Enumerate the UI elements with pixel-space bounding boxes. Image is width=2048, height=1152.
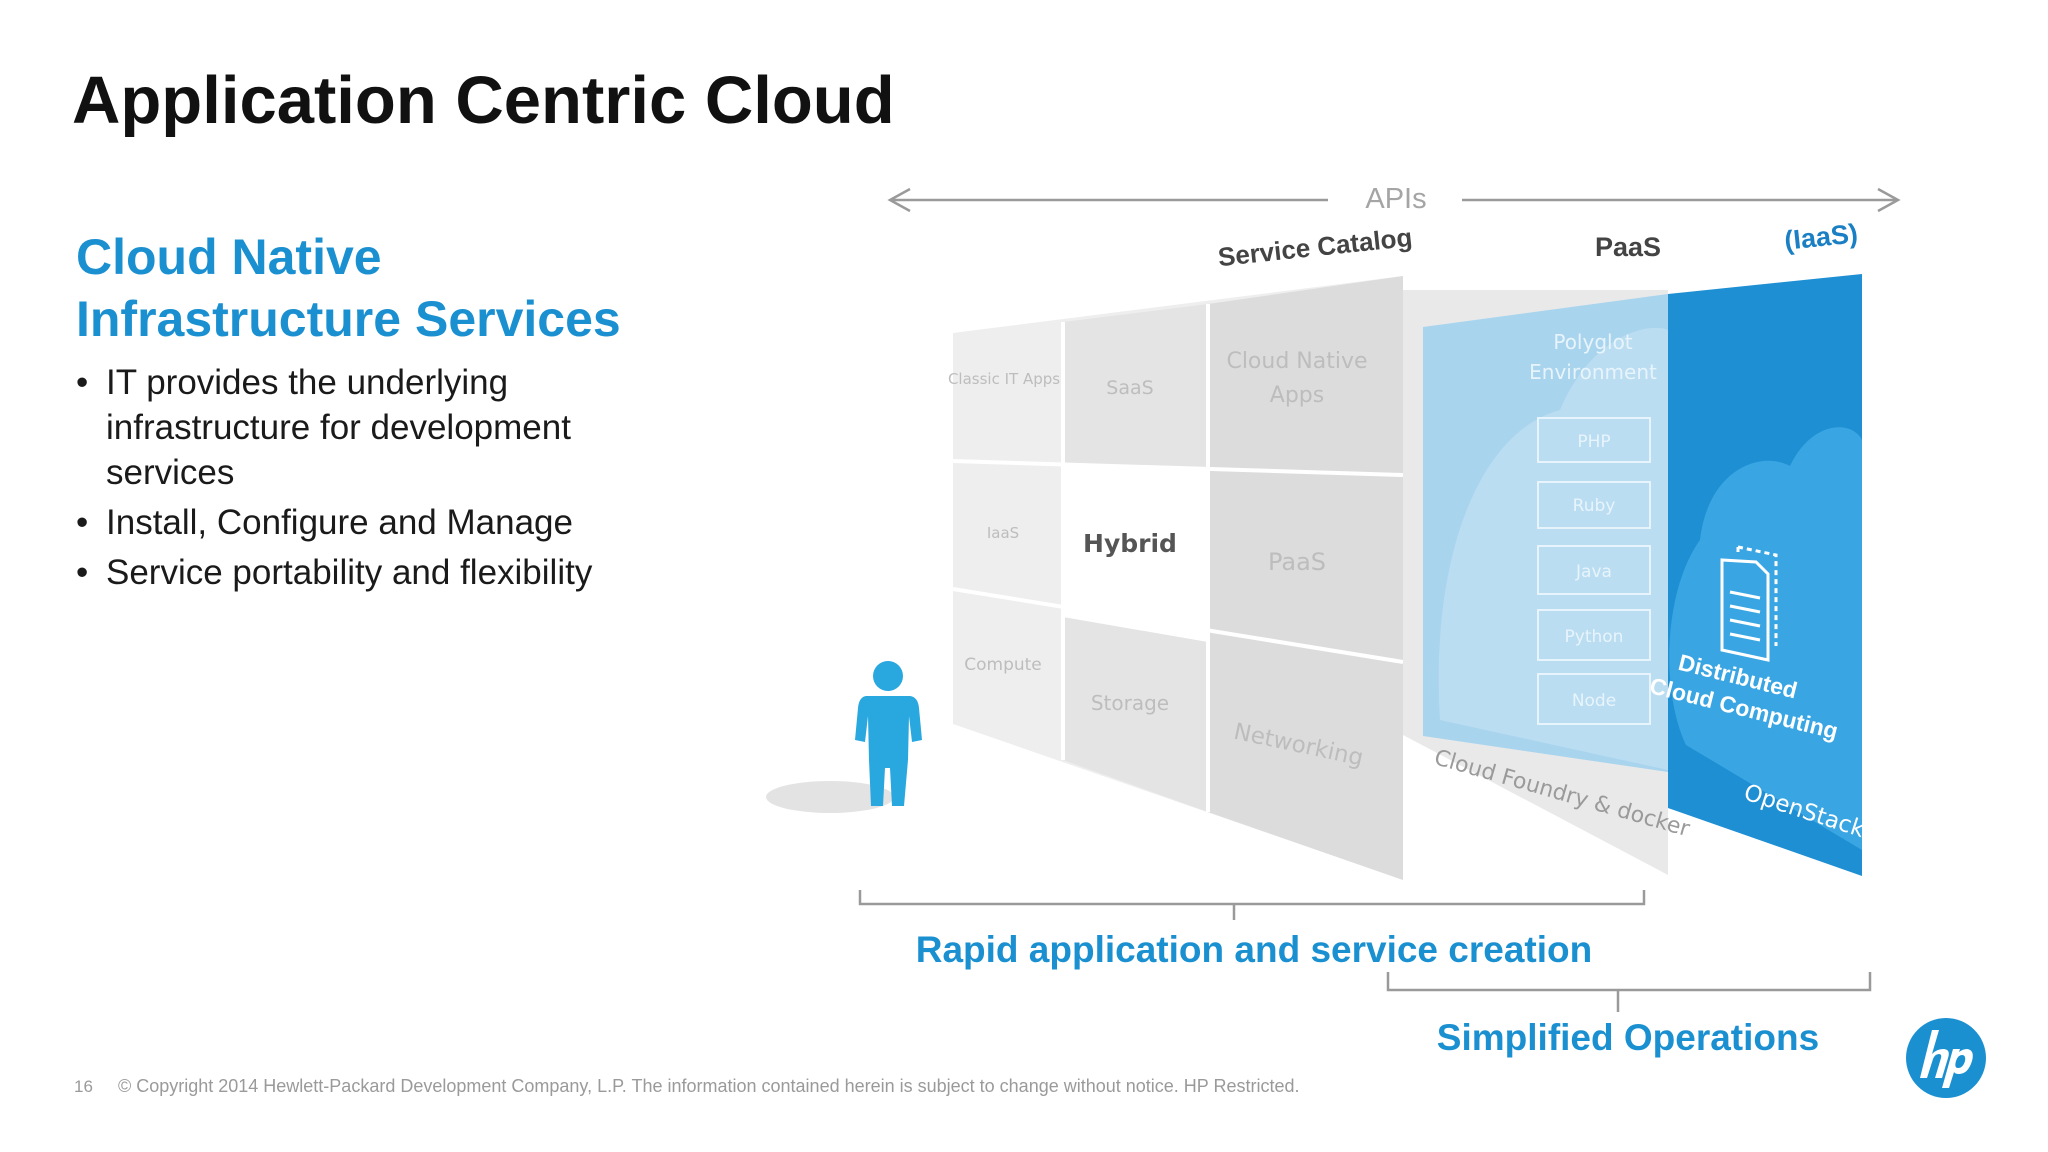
language-item: PHP: [1537, 417, 1651, 463]
section-heading-line1: Cloud Native: [76, 229, 382, 285]
page-number: 16: [74, 1077, 93, 1096]
person-shadow: [766, 781, 894, 813]
language-label: Node: [1572, 691, 1616, 711]
document-icon: [1720, 545, 1778, 662]
language-label: Ruby: [1573, 496, 1616, 516]
bullet-list: IT provides the underlying infrastructur…: [76, 360, 676, 600]
section-heading: Cloud Native Infrastructure Services: [76, 226, 621, 350]
service-catalog-panel: [952, 276, 1404, 880]
language-item: Java: [1537, 545, 1651, 595]
bullet-item: Service portability and flexibility: [76, 550, 676, 595]
language-item: Python: [1537, 609, 1651, 661]
slide-footer: 16 © Copyright 2014 Hewlett-Packard Deve…: [74, 1076, 1300, 1097]
paas-heading-line1: Polyglot: [1553, 330, 1632, 354]
language-label: PHP: [1577, 432, 1610, 452]
catalog-cell-cloud-native-apps-2: Apps: [1270, 383, 1324, 408]
apis-label: APIs: [1365, 183, 1426, 215]
catalog-cell-compute: Compute: [964, 655, 1042, 675]
language-list: PHP Ruby Java Python Node: [1537, 417, 1651, 725]
language-label: Java: [1575, 562, 1612, 582]
language-label: Python: [1565, 627, 1624, 647]
bullet-item: Install, Configure and Manage: [76, 500, 676, 545]
paas-heading-line2: Environment: [1529, 360, 1657, 384]
catalog-cell-classic-it: Classic IT Apps: [948, 370, 1060, 388]
layer-label-iaas: (IaaS): [1783, 218, 1859, 256]
brace-rapid-creation: [858, 890, 1646, 920]
label-simplified-operations: Simplified Operations: [1437, 1017, 1819, 1058]
catalog-cell-cloud-native-apps-1: Cloud Native: [1226, 349, 1367, 374]
copyright-text: © Copyright 2014 Hewlett-Packard Develop…: [117, 1076, 1300, 1096]
language-item: Ruby: [1537, 481, 1651, 529]
slide-title: Application Centric Cloud: [72, 63, 895, 138]
layer-label-service-catalog: Service Catalog: [1216, 222, 1413, 272]
hp-logo: [1906, 1018, 1986, 1098]
label-rapid-creation: Rapid application and service creation: [916, 929, 1592, 970]
language-item: Node: [1537, 673, 1651, 725]
catalog-cell-hybrid: Hybrid: [1083, 529, 1177, 558]
person-icon: [855, 661, 922, 806]
section-heading-line2: Infrastructure Services: [76, 291, 621, 347]
catalog-cell-saas: SaaS: [1106, 377, 1153, 399]
apis-arrow: [887, 187, 1901, 213]
catalog-cell-iaas: IaaS: [987, 524, 1019, 542]
brace-simplified-operations: [1386, 972, 1872, 1012]
catalog-cell-storage: Storage: [1091, 691, 1169, 715]
bullet-item: IT provides the underlying infrastructur…: [76, 360, 676, 495]
iaas-panel: [1668, 274, 1862, 876]
catalog-cell-paas: PaaS: [1268, 548, 1326, 576]
layer-label-paas: PaaS: [1595, 232, 1661, 262]
